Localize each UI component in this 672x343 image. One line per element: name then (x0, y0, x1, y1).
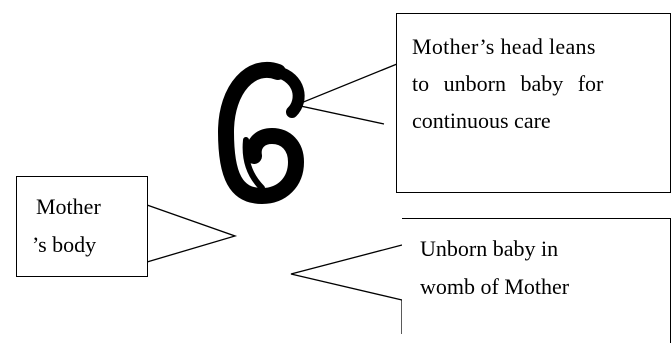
body-callout-line-2: ’s body (32, 232, 97, 257)
body-callout-pointer (146, 204, 238, 263)
baby-callout-box (402, 218, 671, 343)
head-callout-line-1: Mother’s head leans (412, 34, 596, 59)
head-callout-line-2: to unborn baby for (412, 71, 604, 96)
head-callout-box (396, 13, 671, 193)
baby-callout-line-2: womb of Mother (420, 274, 570, 299)
baby-callout-pointer (290, 244, 403, 301)
head-callout-line-3: continuous care (412, 108, 551, 133)
body-callout-box (16, 176, 148, 277)
baby-callout-line-1: Unborn baby in (420, 236, 559, 261)
body-callout-line-1: Mother (36, 194, 101, 219)
